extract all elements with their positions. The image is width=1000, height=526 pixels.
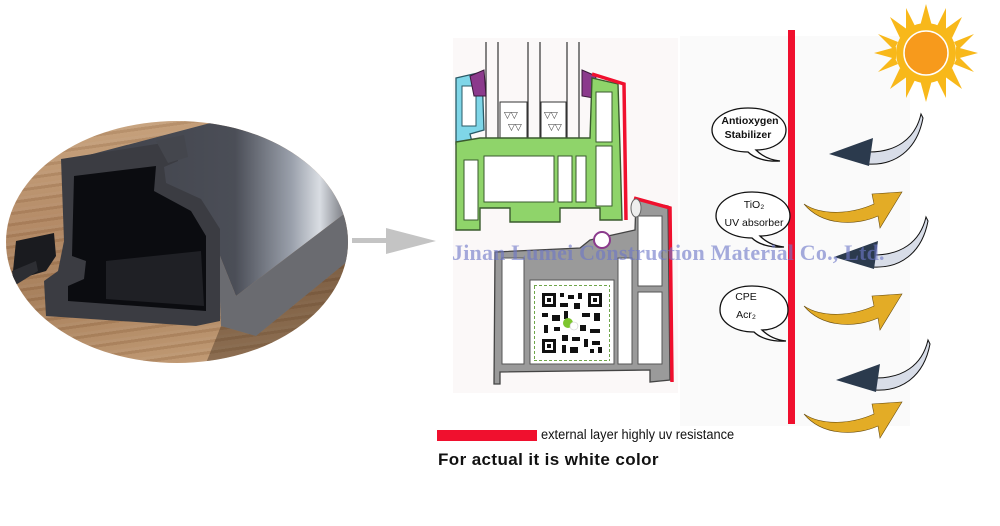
legend-red-swatch: [437, 430, 537, 441]
sun-icon: [874, 4, 978, 102]
additive-bubble-cpe: CPE Acr₂: [716, 282, 796, 346]
additive-label-line1: CPE: [735, 291, 757, 303]
color-note: For actual it is white color: [438, 450, 659, 469]
svg-text:▽▽: ▽▽: [504, 111, 518, 121]
additive-bubble-tio2: TiO₂ UV absorber: [712, 188, 796, 252]
legend-label: external layer highly uv resistance: [541, 427, 735, 442]
additive-label-line1: TiO₂: [743, 199, 765, 211]
additive-label-line1: Antioxygen: [721, 115, 779, 127]
incoming-uv-arrow-icon: [803, 293, 903, 331]
additive-label-line2: UV absorber: [724, 217, 784, 229]
external-uv-layer-line: [788, 30, 795, 424]
svg-text:▽▽: ▽▽: [544, 111, 558, 121]
right-arrow-icon: [352, 228, 436, 254]
reflected-arrow-icon: [836, 338, 931, 392]
svg-text:▽▽: ▽▽: [508, 123, 522, 133]
qr-code-icon: [534, 285, 610, 361]
svg-text:▽▽: ▽▽: [548, 123, 562, 133]
additive-label-line2: Acr₂: [736, 309, 756, 321]
uv-panel-background: [680, 36, 910, 426]
reflected-arrow-icon: [829, 112, 924, 166]
speech-bubble-icon: [711, 107, 787, 162]
reflected-arrow-icon: [834, 215, 929, 269]
pvc-profile-icon: [12, 121, 348, 363]
additive-bubble-antioxygen: Antioxygen Stabilizer: [708, 104, 792, 166]
profile-photo: [6, 121, 348, 363]
incoming-uv-arrow-icon: [803, 191, 903, 229]
speech-bubble-icon: [715, 191, 791, 248]
company-watermark: Jinan Lumei Construction Material Co., L…: [452, 240, 885, 265]
incoming-uv-arrow-icon: [803, 401, 903, 439]
additive-label-line2: Stabilizer: [724, 129, 772, 141]
speech-bubble-icon: [719, 285, 789, 342]
